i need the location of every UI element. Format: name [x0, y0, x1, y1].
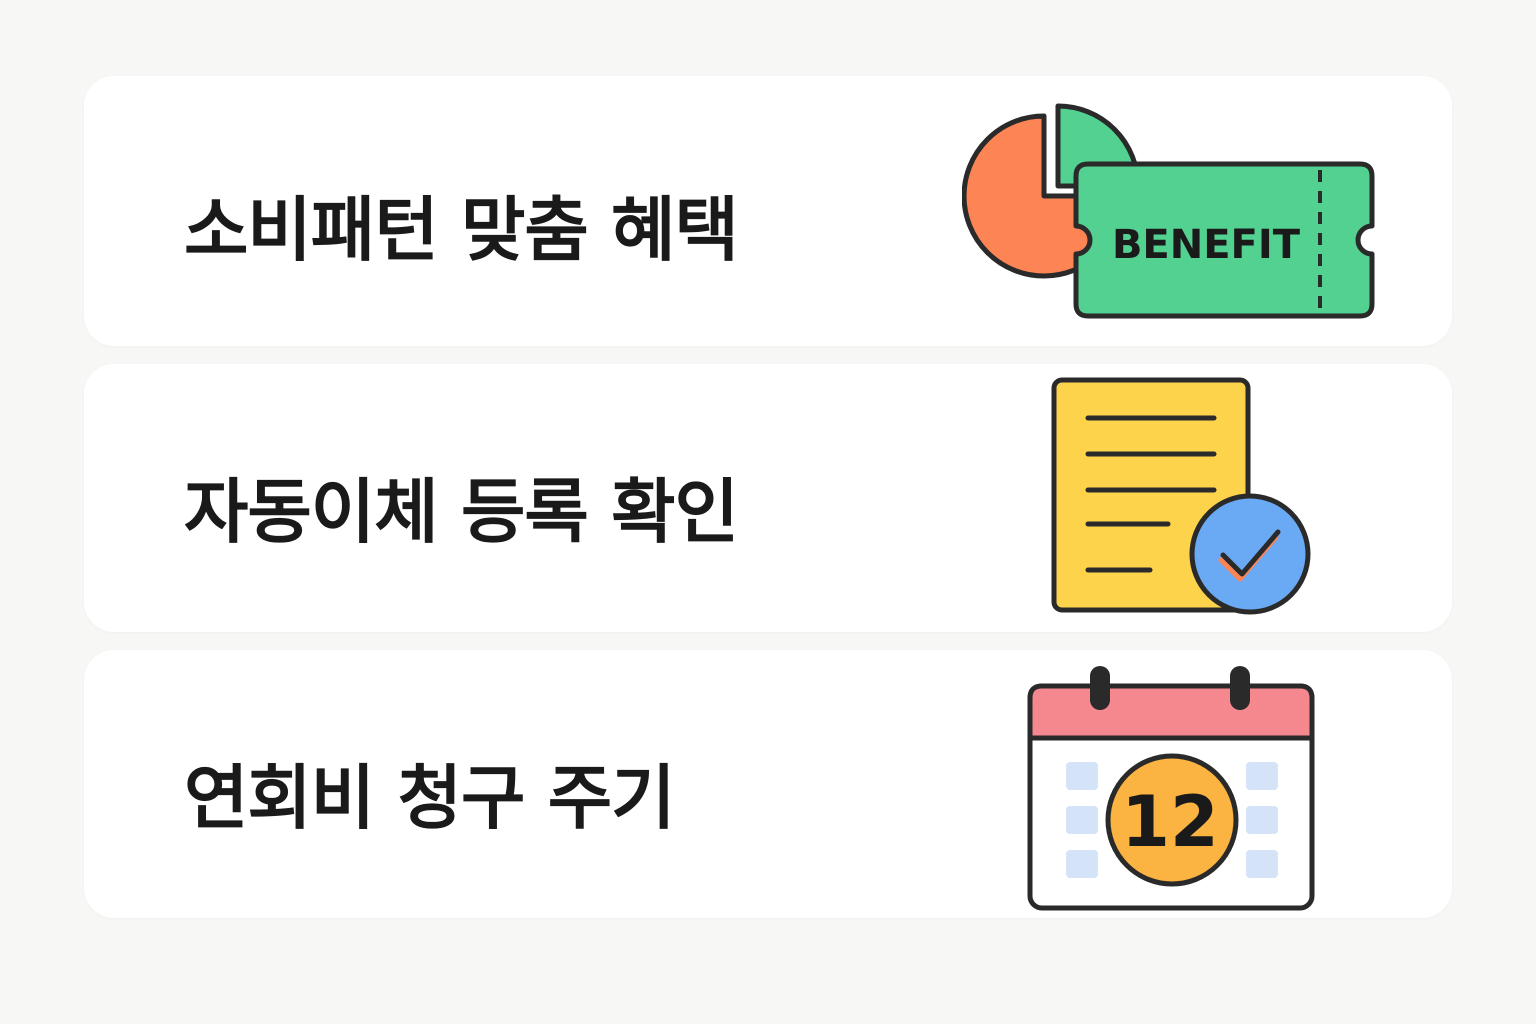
check-circle	[1189, 493, 1311, 615]
annual-fee-card-title: 연회비 청구 주기	[184, 757, 676, 839]
benefit-card[interactable]: 소비패턴 맞춤 혜택 BENEFIT	[84, 76, 1452, 346]
calendar-day-number: 12	[1121, 781, 1218, 863]
ticket-shape	[1073, 161, 1375, 319]
calendar-cell	[1246, 850, 1278, 878]
calendar-icon: 12	[1027, 666, 1315, 911]
auto-transfer-card-title: 자동이체 등록 확인	[184, 471, 739, 553]
calendar-cell	[1246, 762, 1278, 790]
benefit-ticket-icon: BENEFIT	[962, 103, 1375, 319]
calendar-header	[1027, 683, 1315, 741]
calendar-ring	[1230, 666, 1250, 710]
calendar-cell	[1246, 806, 1278, 834]
calendar-cell	[1066, 762, 1098, 790]
calendar-day-circle	[1105, 753, 1239, 887]
calendar-ring	[1090, 666, 1110, 710]
document-check-icon	[1051, 377, 1311, 615]
calendar-cell	[1066, 806, 1098, 834]
calendar-cell	[1066, 850, 1098, 878]
ticket-label: BENEFIT	[1112, 222, 1301, 268]
annual-fee-card[interactable]: 연회비 청구 주기 12	[84, 650, 1452, 918]
check-mark	[1220, 529, 1281, 577]
benefit-card-title: 소비패턴 맞춤 혜택	[184, 189, 739, 271]
auto-transfer-card[interactable]: 자동이체 등록 확인	[84, 364, 1452, 632]
